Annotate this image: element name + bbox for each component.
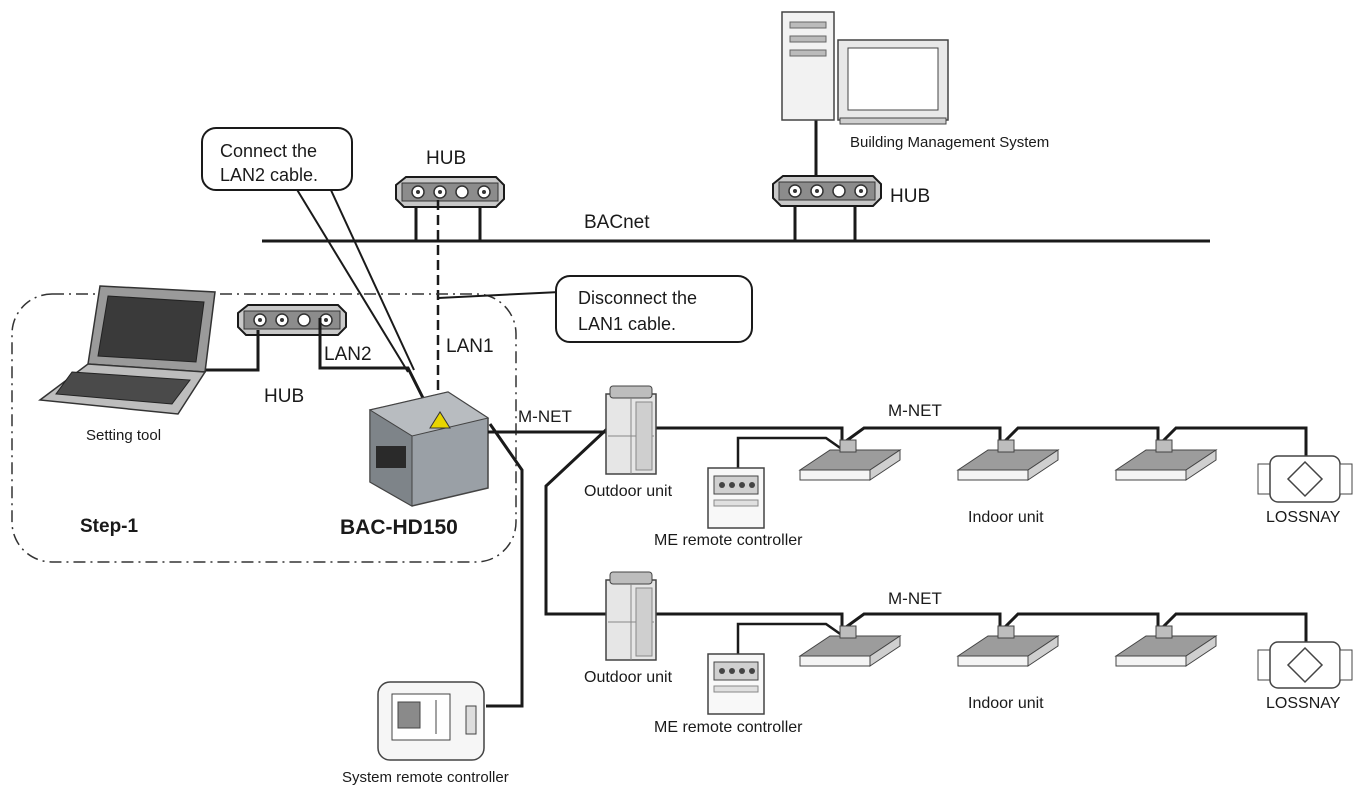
bms-computer-icon	[781, 11, 949, 125]
label-lossnay-1: LOSSNAY	[1266, 509, 1341, 526]
label-system-remote: System remote controller	[342, 769, 509, 786]
me-remote-2-icon	[707, 653, 765, 715]
label-indoor-2: Indoor unit	[968, 695, 1044, 712]
indoor-unit-1b-icon	[957, 439, 1059, 481]
callout-lan1-line2: LAN1 cable.	[578, 314, 676, 334]
label-lossnay-2: LOSSNAY	[1266, 695, 1341, 712]
label-mnet-main: M-NET	[518, 407, 572, 426]
label-lan2: LAN2	[324, 344, 372, 365]
laptop-icon	[38, 285, 216, 415]
label-mnet-row1: M-NET	[888, 401, 942, 420]
system-remote-icon	[377, 681, 485, 761]
hub-bacnet-left	[395, 176, 505, 208]
label-me-remote-2: ME remote controller	[654, 719, 803, 736]
label-bms: Building Management System	[850, 134, 1049, 151]
indoor-unit-2b-icon	[957, 625, 1059, 667]
outdoor-unit-2-icon	[605, 571, 657, 661]
callout-connect-lan2	[201, 127, 353, 191]
callout-lan1-line1: Disconnect the	[578, 288, 697, 308]
label-device: BAC-HD150	[340, 516, 458, 539]
bac-hd150-device-icon	[368, 391, 490, 507]
label-indoor-1: Indoor unit	[968, 509, 1044, 526]
label-mnet-row2: M-NET	[888, 589, 942, 608]
outdoor-unit-1-icon	[605, 385, 657, 475]
hub-setting	[237, 304, 347, 336]
indoor-unit-2c-icon	[1115, 625, 1217, 667]
label-lan1: LAN1	[446, 336, 494, 357]
label-hub-setting: HUB	[264, 386, 304, 407]
callout-disconnect-lan1	[555, 275, 753, 343]
label-me-remote-1: ME remote controller	[654, 532, 803, 549]
callout-lan2-line2: LAN2 cable.	[220, 165, 318, 185]
indoor-unit-1c-icon	[1115, 439, 1217, 481]
indoor-unit-1a-icon	[799, 439, 901, 481]
lossnay-1-icon	[1257, 455, 1353, 503]
callout-lan2-line1: Connect the	[220, 141, 317, 161]
hub-bacnet-right	[772, 175, 882, 207]
step-boundary	[11, 293, 517, 563]
label-step: Step-1	[80, 516, 139, 537]
label-outdoor-2: Outdoor unit	[584, 669, 673, 686]
label-hub-top: HUB	[426, 148, 466, 169]
me-remote-1-icon	[707, 467, 765, 529]
label-outdoor-1: Outdoor unit	[584, 483, 673, 500]
lossnay-2-icon	[1257, 641, 1353, 689]
label-hub-right: HUB	[890, 186, 930, 207]
indoor-unit-2a-icon	[799, 625, 901, 667]
label-setting-tool: Setting tool	[86, 427, 161, 444]
label-bacnet: BACnet	[584, 212, 650, 233]
